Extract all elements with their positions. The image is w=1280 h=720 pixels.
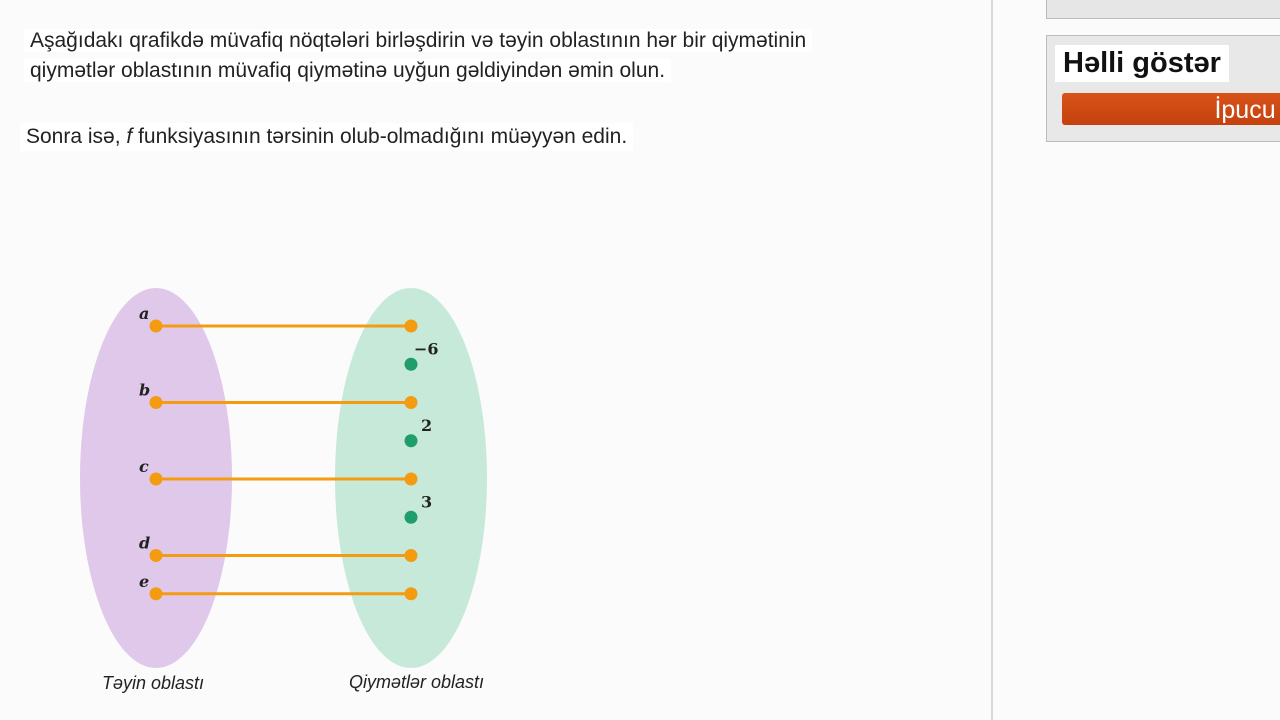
range-point-label: 3 bbox=[421, 492, 432, 511]
range-point[interactable] bbox=[404, 396, 418, 409]
range-label: Qiymətlər oblastı bbox=[349, 672, 484, 692]
divider bbox=[991, 0, 993, 720]
range-point-label: −6 bbox=[414, 339, 439, 358]
question-line-1: Aşağıdakı qrafikdə müvafiq nöqtələri bir… bbox=[24, 29, 813, 52]
range-point[interactable] bbox=[404, 549, 418, 562]
show-solution-title[interactable]: Həlli göstər bbox=[1055, 45, 1229, 82]
domain-point-label: a bbox=[139, 304, 149, 323]
domain-point[interactable] bbox=[149, 472, 163, 486]
range-point[interactable] bbox=[404, 587, 418, 601]
domain-point[interactable] bbox=[149, 587, 163, 601]
domain-point-label: e bbox=[139, 572, 149, 591]
get-hint-button[interactable]: İpucu al bbox=[1062, 93, 1280, 125]
question-line-2: qiymətlər oblastının müvafiq qiymətinə u… bbox=[24, 59, 672, 82]
range-point-unconnected[interactable] bbox=[404, 510, 418, 524]
function-variable: f bbox=[126, 125, 133, 148]
range-point-label: 2 bbox=[421, 416, 432, 435]
domain-point-label: b bbox=[139, 381, 150, 400]
range-point[interactable] bbox=[404, 472, 418, 486]
mapping-diagram: a −6 b 2 c 3 de Təyin oblastı Qiymətlər oblast… bbox=[80, 288, 487, 693]
domain-point[interactable] bbox=[149, 396, 163, 409]
top-panel bbox=[1046, 0, 1280, 19]
domain-point-label: c bbox=[139, 457, 149, 476]
range-point-unconnected[interactable] bbox=[404, 357, 418, 371]
solution-panel: Həlli göstər İpucu al bbox=[1046, 35, 1280, 142]
question-text: Aşağıdakı qrafikdə müvafiq nöqtələri bir… bbox=[24, 26, 964, 86]
domain-point[interactable] bbox=[149, 549, 163, 562]
domain-label: Təyin oblastı bbox=[102, 673, 204, 693]
domain-point[interactable] bbox=[149, 319, 163, 333]
range-point-unconnected[interactable] bbox=[404, 434, 418, 448]
domain-point-label: d bbox=[139, 534, 150, 553]
question-line-3: Sonra isə, f funksiyasının tərsinin olub… bbox=[20, 123, 634, 151]
range-point[interactable] bbox=[404, 319, 418, 333]
